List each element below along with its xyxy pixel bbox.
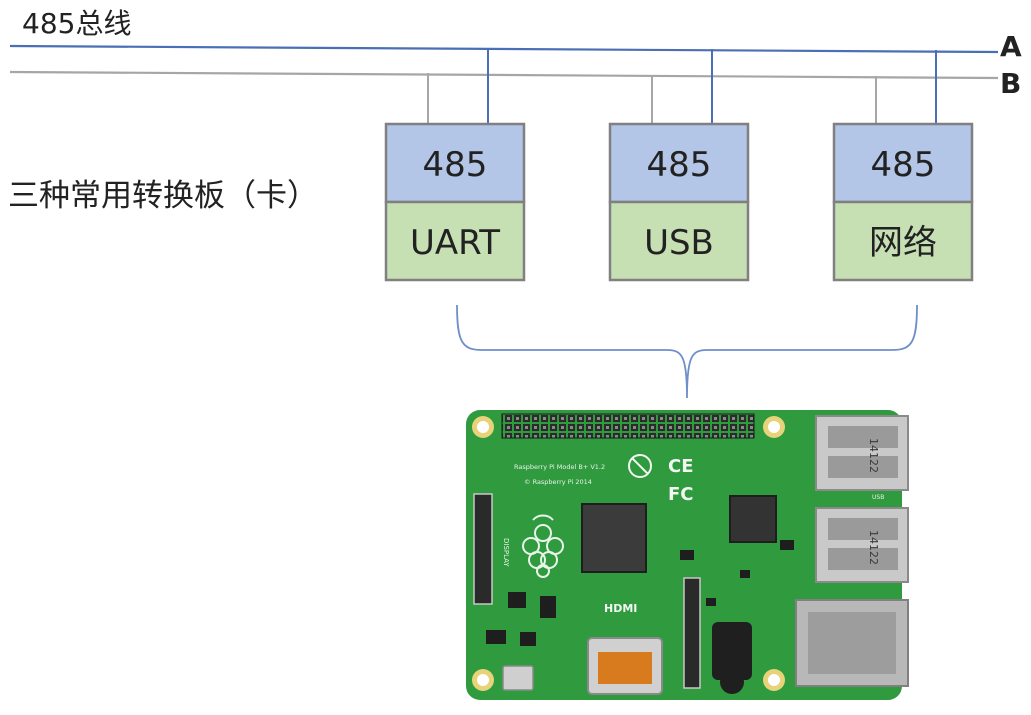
soc-chip bbox=[581, 503, 647, 573]
bus-line-b-label: B bbox=[1000, 67, 1021, 100]
board-uart-top-label: 485 bbox=[423, 145, 488, 185]
grouping-brace bbox=[456, 304, 918, 399]
raspberry-pi-board-image: Raspberry Pi Model B+ V1.2 © Raspberry P… bbox=[466, 410, 909, 700]
converter-board-network: 485 网络 bbox=[832, 122, 974, 282]
hdmi-label: HDMI bbox=[604, 602, 637, 615]
bus-title: 485总线 bbox=[22, 7, 131, 40]
bus-line-b bbox=[9, 70, 999, 80]
silkscreen-model: Raspberry Pi Model B+ V1.2 bbox=[514, 463, 605, 471]
camera-connector bbox=[683, 577, 701, 689]
display-connector bbox=[473, 493, 493, 605]
small-components bbox=[486, 540, 794, 646]
ce-mark-icon: CE bbox=[668, 456, 694, 477]
board-usb-top-box bbox=[608, 122, 750, 204]
lan-controller-chip bbox=[729, 495, 777, 543]
gpio-header bbox=[501, 413, 755, 439]
board-usb-bottom-label: USB bbox=[644, 223, 714, 263]
converter-board-uart: 485 UART bbox=[384, 122, 526, 282]
silkscreen-copyright: © Raspberry Pi 2014 bbox=[524, 478, 592, 486]
raspberry-logo-icon bbox=[522, 514, 564, 578]
board-uart-bottom-box bbox=[384, 200, 526, 282]
board-network-bottom-box bbox=[832, 200, 974, 282]
converter-board-usb: 485 USB bbox=[608, 122, 750, 282]
bus-line-a-label: A bbox=[1000, 30, 1022, 63]
audio-jack bbox=[712, 622, 752, 680]
board-network-bottom-label: 网络 bbox=[869, 223, 937, 263]
display-label: DISPLAY bbox=[502, 538, 510, 567]
usb-code-2: 14122 bbox=[867, 530, 880, 565]
usb-code-1: 14122 bbox=[867, 438, 880, 473]
usb-port-stack-1: 14122 bbox=[815, 415, 909, 491]
bus-line-a bbox=[9, 44, 999, 54]
bus-taps bbox=[427, 48, 937, 124]
board-uart-bottom-label: UART bbox=[410, 223, 500, 263]
pb-free-logo-icon bbox=[628, 454, 652, 478]
usb-label: USB bbox=[872, 494, 884, 501]
usb-port-stack-2: 14122 bbox=[815, 507, 909, 583]
board-network-top-label: 485 bbox=[871, 145, 936, 185]
board-network-top-box bbox=[832, 122, 974, 204]
board-usb-bottom-box bbox=[608, 200, 750, 282]
mounting-holes bbox=[472, 416, 785, 691]
micro-usb-power-port bbox=[502, 665, 534, 691]
fcc-mark-icon: FC bbox=[668, 484, 694, 505]
board-usb-top-label: 485 bbox=[647, 145, 712, 185]
converters-caption: 三种常用转换板（卡） bbox=[8, 178, 318, 214]
